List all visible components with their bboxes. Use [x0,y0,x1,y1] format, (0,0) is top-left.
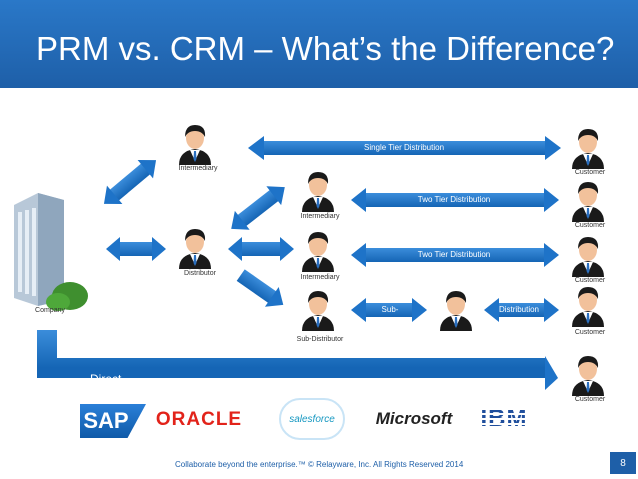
distributor-intermediary-arrow-1 [231,186,285,230]
oracle-logo: ORACLE [152,408,246,432]
customer-label: Customer [574,169,606,176]
customer-person-icon [572,287,604,327]
customer-person-icon [572,356,604,396]
sap-logo-text: SAP [83,408,129,433]
customer-label: Customer [574,277,606,284]
single-tier-label: Single Tier Distribution [363,143,445,152]
intermediary-label: Intermediary [300,274,340,281]
company-building-icon [14,193,88,311]
intermediary-label: Intermediary [178,165,218,172]
distributor-person-icon [179,229,211,269]
two-tier-arrow-2 [351,243,559,267]
customer-person-icon [572,182,604,222]
reseller-person-icon [440,291,472,331]
company-label: Company [35,307,65,314]
customer-label: Customer [574,222,606,229]
microsoft-logo-text: Microsoft [375,409,453,428]
sub-distribution-arrow-right [484,298,559,322]
title-bar [0,0,638,88]
ibm-logo: IBM [476,404,532,434]
customer-person-icon [572,237,604,277]
single-tier-arrow [248,136,561,160]
sub-distribution-label-left: Sub- [381,305,399,314]
sub-distribution-arrow-left [351,298,427,322]
microsoft-logo: Microsoft [368,407,460,431]
ibm-logo-text: IBM [480,405,528,432]
two-tier-label: Two Tier Distribution [417,195,491,204]
page-number: 8 [610,452,636,474]
footer-text: Collaborate beyond the enterprise.™ © Re… [175,460,464,469]
page-title: PRM vs. CRM – What’s the Difference? [36,30,615,67]
two-tier-label: Two Tier Distribution [417,250,491,259]
company-distributor-arrow [106,237,166,261]
intermediary-person-icon [302,172,334,212]
direct-arrow [37,330,558,390]
sub-distribution-label-right: Distribution [498,305,540,314]
salesforce-logo-text: salesforce [289,413,335,425]
distributor-label: Distributor [184,270,216,277]
direct-label: Direct [90,372,122,386]
sub-distributor-person-icon [302,291,334,331]
customer-label: Customer [574,329,606,336]
distributor-intermediary-arrow-2 [228,237,294,261]
intermediary-person-icon [179,125,211,165]
distributor-sub-arrow [236,269,284,307]
two-tier-arrow-1 [351,188,559,212]
intermediary-label: Intermediary [300,213,340,220]
company-intermediary-arrow [103,159,157,205]
intermediary-person-icon [302,232,334,272]
salesforce-logo: salesforce [279,398,345,440]
customer-person-icon [572,129,604,169]
oracle-logo-text: ORACLE [155,409,243,430]
customer-label: Customer [574,396,606,403]
sub-distributor-label: Sub-Distributor [296,336,344,343]
